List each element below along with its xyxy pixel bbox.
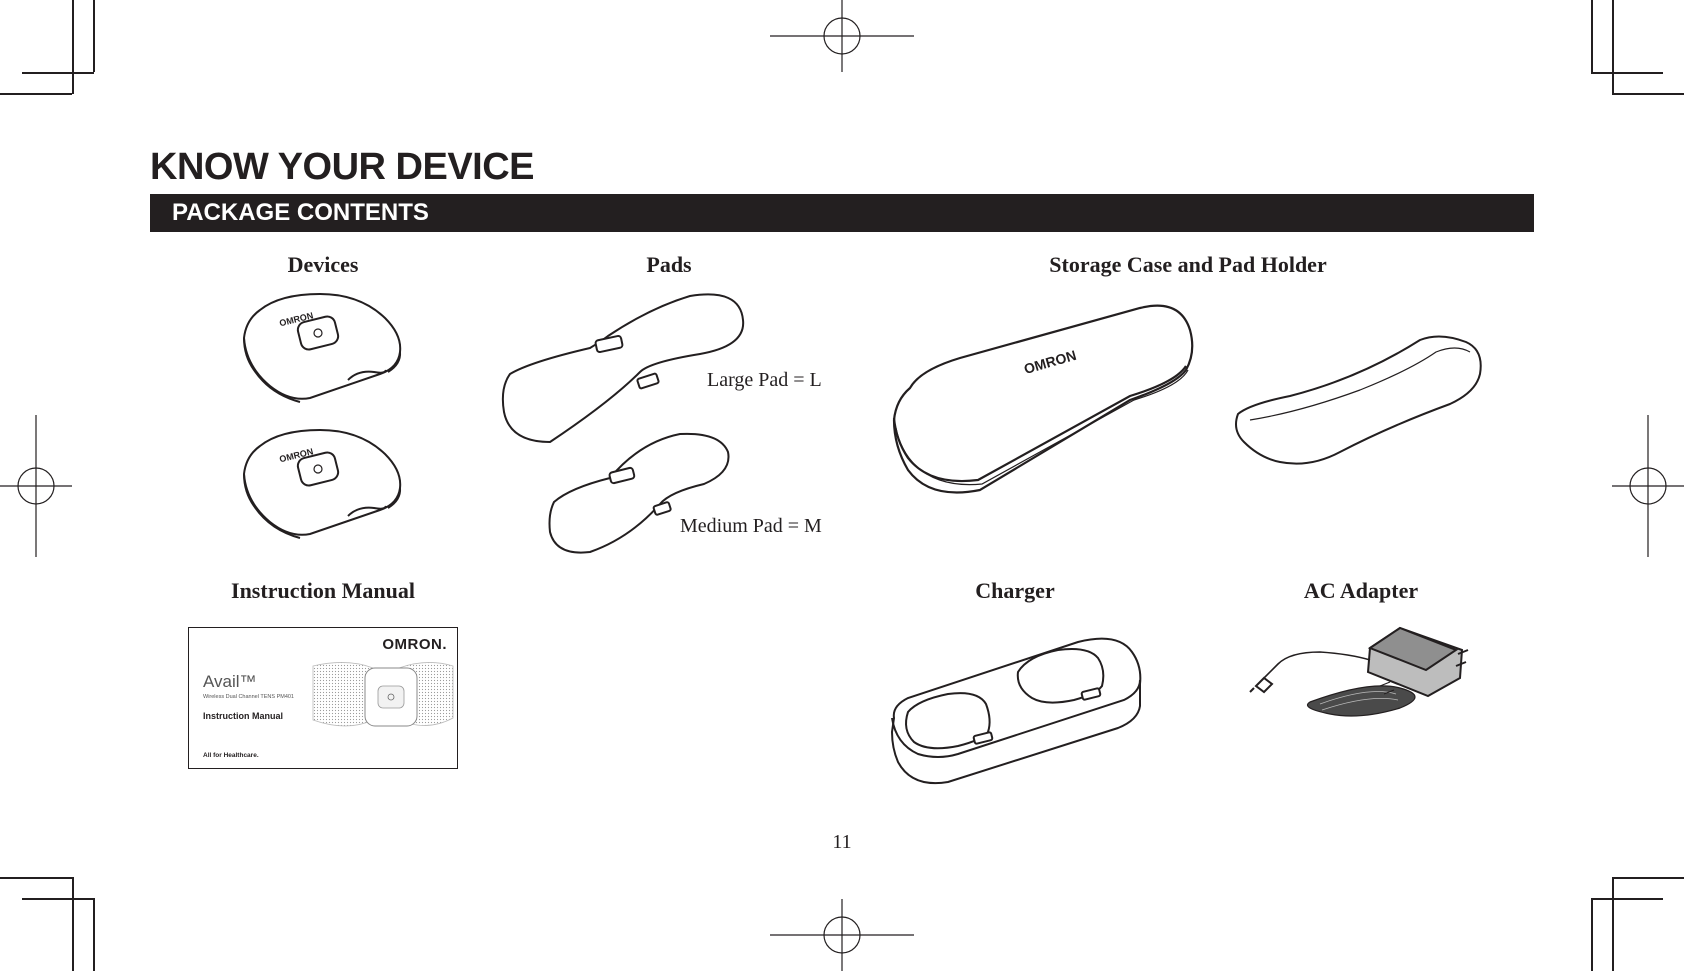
label-large-pad: Large Pad = L xyxy=(707,368,822,392)
registration-mark-left xyxy=(0,415,72,557)
label-pads: Pads xyxy=(646,251,691,279)
section-title: PACKAGE CONTENTS xyxy=(172,194,429,232)
device-unit xyxy=(244,294,400,402)
storage-case-illustration: OMRON xyxy=(890,300,1200,500)
manual-tagline: All for Healthcare. xyxy=(203,752,259,759)
label-ac-adapter: AC Adapter xyxy=(1304,577,1418,605)
manual-cover-art xyxy=(307,658,457,744)
manual-subtitle: Wireless Dual Channel TENS PM401 xyxy=(203,694,295,701)
manual-product-name: Avail™ xyxy=(203,672,257,692)
label-instruction-manual: Instruction Manual xyxy=(231,577,415,605)
label-devices: Devices xyxy=(288,251,359,279)
device-unit-2 xyxy=(244,430,400,538)
label-storage-case: Storage Case and Pad Holder xyxy=(1049,251,1326,279)
manual-brand: OMRON. xyxy=(382,636,447,653)
ac-adapter-illustration xyxy=(1250,624,1470,724)
page-title: KNOW YOUR DEVICE xyxy=(150,142,534,192)
instruction-manual-cover: OMRON. Avail™ Wireless Dual Channel TENS… xyxy=(188,627,458,769)
charger-illustration xyxy=(888,636,1144,786)
registration-mark-bottom xyxy=(770,899,914,971)
device-illustration: OMRON OMRON xyxy=(240,290,410,555)
section-header: PACKAGE CONTENTS xyxy=(150,194,1534,232)
registration-mark-right xyxy=(1612,415,1684,557)
label-medium-pad: Medium Pad = M xyxy=(680,514,822,538)
page-number: 11 xyxy=(832,831,851,854)
manual-title: Instruction Manual xyxy=(203,711,283,721)
label-charger: Charger xyxy=(975,577,1054,605)
pad-holder-illustration xyxy=(1230,334,1485,469)
registration-mark-top xyxy=(770,0,914,72)
